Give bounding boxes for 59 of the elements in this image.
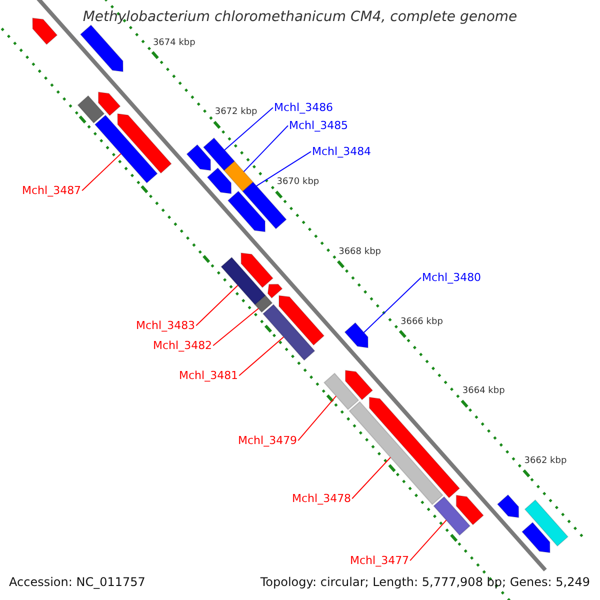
gene-bar	[524, 499, 569, 547]
gene-bar	[348, 401, 444, 506]
gene-label: Mchl_3486	[274, 101, 334, 114]
gene-bar	[117, 113, 172, 174]
leader-line	[243, 125, 288, 172]
leader-line	[352, 456, 391, 500]
gene-bar	[254, 294, 273, 313]
gene-bar	[80, 24, 124, 72]
gene-bar	[521, 522, 550, 554]
leader-line	[238, 336, 284, 376]
gene-label: Mchl_3483	[136, 319, 196, 332]
accession-text: Accession: NC_011757	[9, 575, 146, 590]
gene-bar	[227, 190, 266, 232]
leader-line	[82, 153, 122, 192]
leader-line	[298, 396, 337, 442]
gene-bar	[456, 494, 484, 526]
gene-label: Mchl_3487	[22, 184, 82, 198]
gene-bar	[368, 396, 460, 498]
gene-bar	[206, 167, 232, 194]
gene-bar	[433, 496, 471, 536]
scale-label: 3668 kbp	[338, 246, 382, 258]
gene-bar	[344, 370, 374, 400]
gene-bar	[94, 114, 158, 184]
gene-bar	[223, 160, 254, 192]
gene-label: Mchl_3479	[238, 434, 298, 448]
scale-label: 3670 kbp	[276, 177, 320, 188]
gene-bar	[77, 95, 105, 124]
leader-line	[256, 151, 312, 186]
gene-label: Mchl_3480	[422, 271, 482, 284]
scale-label: 3664 kbp	[462, 386, 505, 398]
gene-bar	[344, 322, 368, 348]
gene-bar	[496, 494, 520, 518]
gene-label: Mchl_3481	[179, 369, 238, 382]
leader-line	[224, 107, 274, 150]
leader-line	[363, 277, 422, 333]
scale-label: 3666 kbp	[400, 316, 443, 328]
leader-line	[196, 284, 238, 326]
gene-bar	[267, 284, 283, 299]
gene-bar	[98, 92, 121, 116]
gene-bar	[202, 137, 236, 172]
genome-stats-text: Topology: circular; Length: 5,777,908 bp; Genes: 5,249	[260, 575, 590, 590]
leader-line	[212, 308, 259, 346]
gene-bar	[278, 295, 325, 346]
gene-label: Mchl_3484	[312, 145, 372, 158]
scale-label: 3672 kbp	[214, 107, 258, 118]
gene-bar	[186, 144, 212, 171]
gene-label: Mchl_3485	[289, 119, 348, 132]
leader-line	[410, 520, 447, 562]
title: Methylobacterium chloromethanicum CM4, complete genome	[82, 9, 518, 26]
gene-bar	[32, 18, 58, 46]
gene-label: Mchl_3478	[292, 492, 352, 506]
gene-bar	[262, 304, 316, 361]
scale-label: 3674 kbp	[152, 38, 196, 48]
gene-label: Mchl_3477	[350, 554, 410, 568]
gene-label: Mchl_3482	[153, 339, 212, 352]
scale-label: 3662 kbp	[524, 456, 567, 467]
gene-bar	[323, 372, 360, 410]
gene-bar	[240, 252, 274, 288]
gene-bar	[220, 256, 266, 306]
